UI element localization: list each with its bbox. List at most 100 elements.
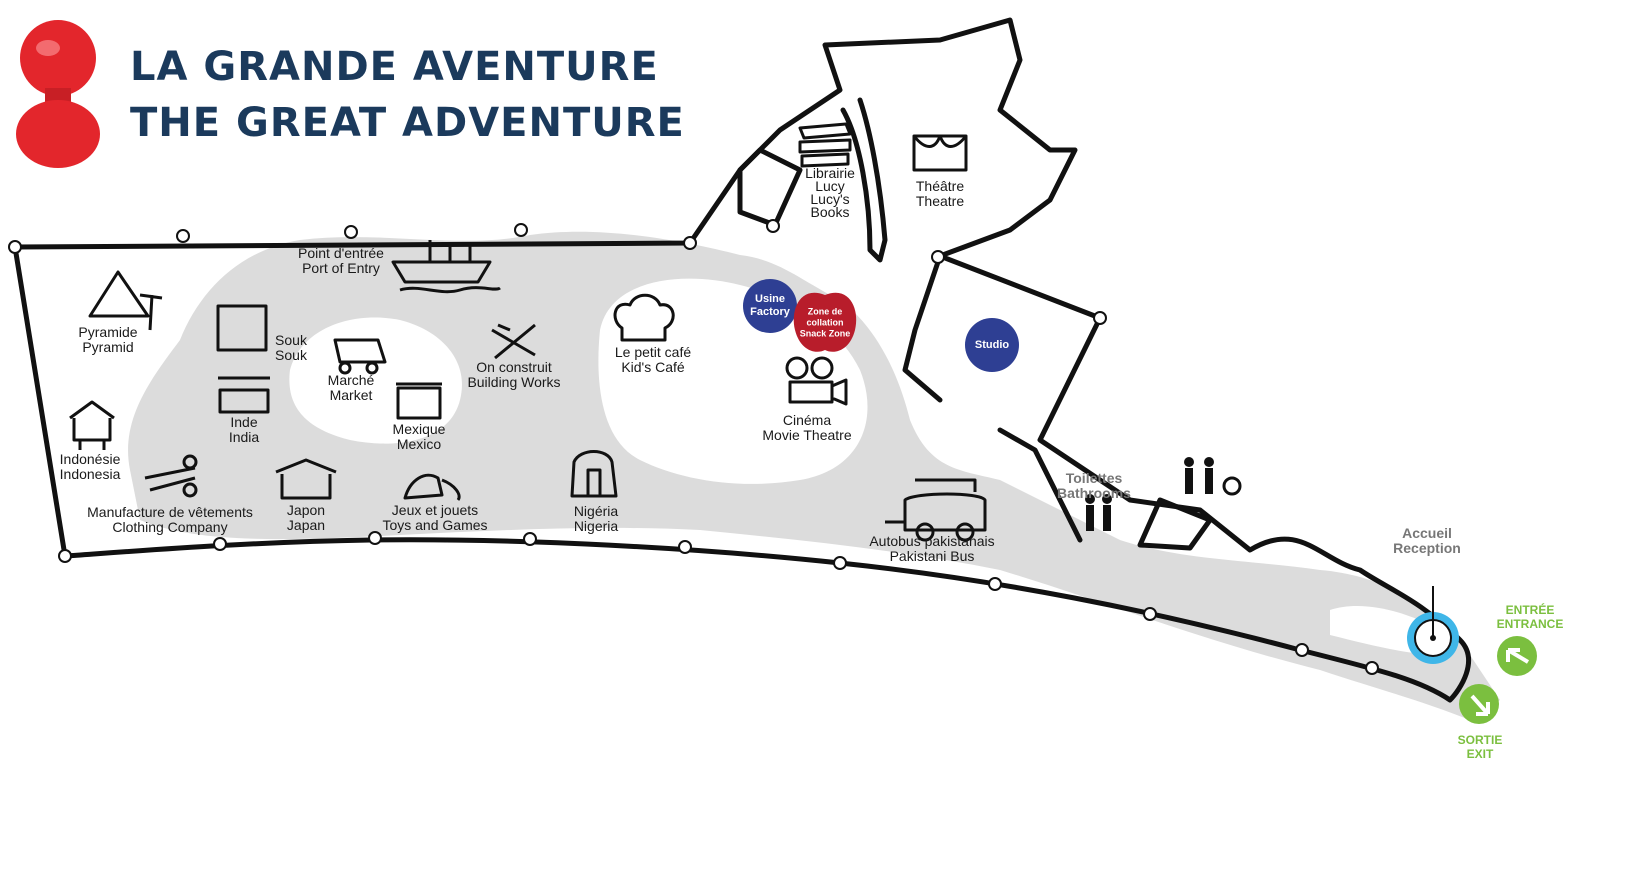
label-fr-2: collation [806,317,844,328]
label-fr: Librairie [805,165,855,181]
stilt-house-icon [69,400,115,450]
label-fr: Point d'entrée [298,245,384,261]
entrance-arrow-icon[interactable] [1497,636,1537,676]
label-en: Theatre [915,193,965,209]
label-india[interactable]: Inde India [229,415,259,445]
label-fr: Usine [755,293,785,305]
label-en: Pakistani Bus [889,548,975,564]
label-movie-theatre[interactable]: Cinéma Movie Theatre [762,413,851,443]
theatre-stage-icon [912,134,968,172]
mexican-house-icon [396,382,442,420]
label-fr: Pyramide [78,324,138,340]
label-en: Pyramid [82,339,134,355]
studio-badge [965,318,1019,372]
nigerian-hut-icon [570,450,618,498]
scissors-icon [144,454,198,498]
red-stamp-icon [16,20,100,168]
label-fr: Cinéma [782,412,832,428]
studio-label[interactable]: Studio [974,339,1010,351]
label-fr: Japon [286,502,326,518]
label-en: Movie Theatre [762,427,852,443]
label-fr: Manufacture de vêtements [87,504,253,520]
ship-icon [391,240,501,294]
label-fr: Marché [327,372,375,388]
label-en: Snack Zone [799,328,851,339]
label-mexico[interactable]: Mexique Mexico [393,422,446,452]
market-cart-icon [333,338,387,375]
label-port-of-entry[interactable]: Point d'entrée Port of Entry [298,246,384,276]
label-clothing-company[interactable]: Manufacture de vêtements Clothing Compan… [87,505,253,535]
label-japan[interactable]: Japon Japan [287,503,325,533]
chef-hat-icon [613,293,675,342]
label-fr: Théâtre [915,178,965,194]
label-en: Bathrooms [1057,485,1131,501]
label-en: India [228,429,260,445]
label-fr: SORTIE [1457,733,1503,747]
film-projector-icon [785,356,848,406]
label-fr: Le petit café [614,344,692,360]
accessible-restroom-icon [1184,457,1242,496]
label-en: Reception [1393,540,1461,556]
label-souk[interactable]: Souk Souk [275,333,307,363]
factory-badge [743,279,797,333]
label-en-2: Books [810,204,850,220]
label-entrance[interactable]: ENTRÉE ENTRANCE [1497,603,1564,631]
label-exit[interactable]: SORTIE EXIT [1458,733,1503,761]
snack-zone-label[interactable]: Zone de collation Snack Zone [800,307,851,340]
label-fr: Indonésie [59,451,121,467]
label-en: Toys and Games [382,517,488,533]
label-fr: Accueil [1402,525,1452,541]
japanese-house-icon [275,458,337,500]
label-nigeria[interactable]: Nigéria Nigeria [574,504,618,534]
label-en: Mexico [396,436,442,452]
label-market[interactable]: Marché Market [328,373,375,403]
label-fr: Mexique [392,421,446,437]
label-fr: ENTRÉE [1505,603,1555,617]
label-theatre[interactable]: Théâtre Theatre [916,179,964,209]
label-en: ENTRANCE [1496,617,1564,631]
title-french: LA GRANDE AVENTURE [130,44,659,90]
label-kids-cafe[interactable]: Le petit café Kid's Café [615,345,691,375]
toy-icon [403,473,461,501]
label-reception[interactable]: Accueil Reception [1393,526,1461,556]
label-en: Clothing Company [112,519,228,535]
label-toys-and-games[interactable]: Jeux et jouets Toys and Games [382,503,487,533]
label-en: Market [329,387,373,403]
pyramid-palm-icon [88,270,163,331]
apple-icon [793,282,857,352]
label-fr: Autobus pakistanais [869,533,995,549]
label-en: Nigeria [573,518,619,534]
label-indonesia[interactable]: Indonésie Indonesia [60,452,121,482]
label-en: Factory [750,306,790,318]
label-fr-2: Lucy [815,178,845,194]
label-fr: Toilettes [1065,470,1123,486]
label-en: Building Works [467,374,561,390]
indian-house-icon [218,376,270,414]
label-fr: On construit [476,359,552,375]
label-en: EXIT [1466,747,1494,761]
label-fr: Souk [275,332,307,348]
label-en: Souk [275,347,307,363]
label-fr: Zone de [807,306,843,317]
label-pakistani-bus[interactable]: Autobus pakistanais Pakistani Bus [869,534,994,564]
label-en: Lucy's [810,191,850,207]
label-en: Japan [286,517,326,533]
exit-arrow-icon[interactable] [1459,684,1499,724]
bus-icon [885,478,987,542]
factory-label[interactable]: Usine Factory [750,293,790,319]
label-fr: Nigéria [573,503,619,519]
label-bookstore[interactable]: Librairie Lucy Lucy's Books [805,165,855,220]
wall-nodes [8,219,1379,675]
reception-target-icon [1407,586,1459,664]
label-bathrooms[interactable]: Toilettes Bathrooms [1057,471,1131,501]
building-outline [12,17,1472,703]
label-building-works[interactable]: On construit Building Works [467,360,560,390]
label-en: Kid's Café [621,359,685,375]
title-english: THE GREAT ADVENTURE [130,100,685,146]
tools-icon [491,323,536,360]
label-fr: Jeux et jouets [391,502,479,518]
label-pyramid[interactable]: Pyramide Pyramid [78,325,137,355]
books-icon [798,122,852,168]
restroom-icon [1085,494,1112,531]
